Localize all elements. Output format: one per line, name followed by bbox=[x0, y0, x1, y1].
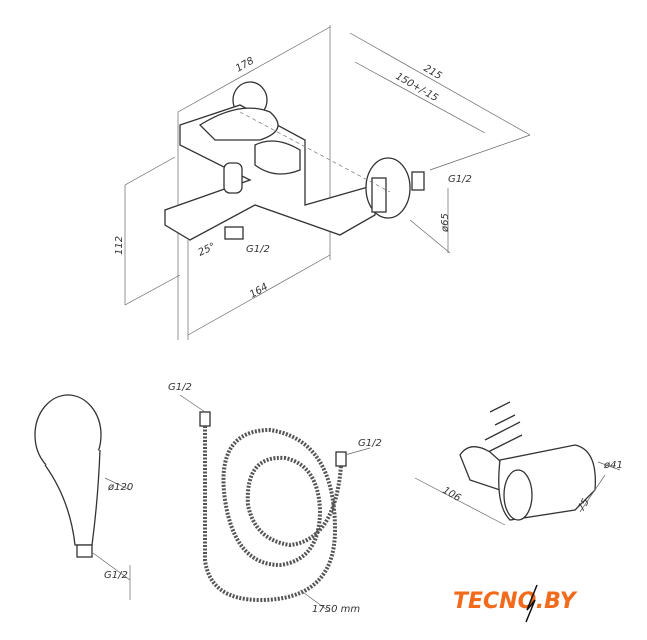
hose-nut-right bbox=[335, 451, 347, 467]
dim-depth-label: 215 bbox=[422, 63, 444, 82]
mixer-dimension-lines bbox=[124, 25, 531, 340]
mixer-cartridge-housing bbox=[254, 140, 301, 175]
flange-diameter-label: ø65 bbox=[440, 213, 451, 233]
wall-connector bbox=[371, 177, 387, 213]
shower-thread bbox=[76, 544, 93, 558]
holder-diameter-label: ø41 bbox=[603, 460, 623, 471]
dowel bbox=[494, 414, 516, 426]
inlet-thread-label: G1/2 bbox=[448, 174, 472, 185]
holder-ring bbox=[503, 469, 533, 521]
bath-mixer-drawing bbox=[164, 81, 425, 241]
hand-shower-thread-label: G1/2 bbox=[104, 570, 128, 581]
outlet-thread bbox=[224, 226, 244, 240]
dowel bbox=[489, 401, 511, 413]
tecno-by-logo: TECNO.BY bbox=[453, 589, 578, 614]
screw bbox=[484, 421, 521, 441]
diverter-knob bbox=[223, 162, 243, 194]
mixer-lever-handle bbox=[198, 107, 279, 141]
mixer-axis-line bbox=[239, 111, 391, 193]
hand-shower-diameter-label: ø120 bbox=[107, 482, 133, 493]
shower-handle bbox=[44, 449, 101, 546]
dim-width-label: 178 bbox=[234, 56, 256, 75]
dim-height-label: 112 bbox=[114, 236, 125, 255]
hose-thread-right-label: G1/2 bbox=[358, 438, 382, 449]
spout-angle-label: 25° bbox=[197, 241, 218, 258]
shower-holder-drawing bbox=[414, 401, 621, 526]
hose-thread-top-label: G1/2 bbox=[168, 382, 192, 393]
inlet-thread bbox=[411, 171, 425, 191]
hose-nut-top bbox=[199, 411, 211, 427]
dim-spout-label: 164 bbox=[248, 282, 270, 301]
hose-length-label: 1750 mm bbox=[312, 604, 360, 615]
hand-shower-drawing bbox=[34, 394, 131, 600]
screw bbox=[487, 434, 523, 453]
logo-bolt-icon bbox=[525, 584, 538, 623]
hose-drawing bbox=[179, 394, 371, 613]
hose-coil bbox=[203, 426, 343, 603]
outlet-thread-label: G1/2 bbox=[246, 244, 270, 255]
